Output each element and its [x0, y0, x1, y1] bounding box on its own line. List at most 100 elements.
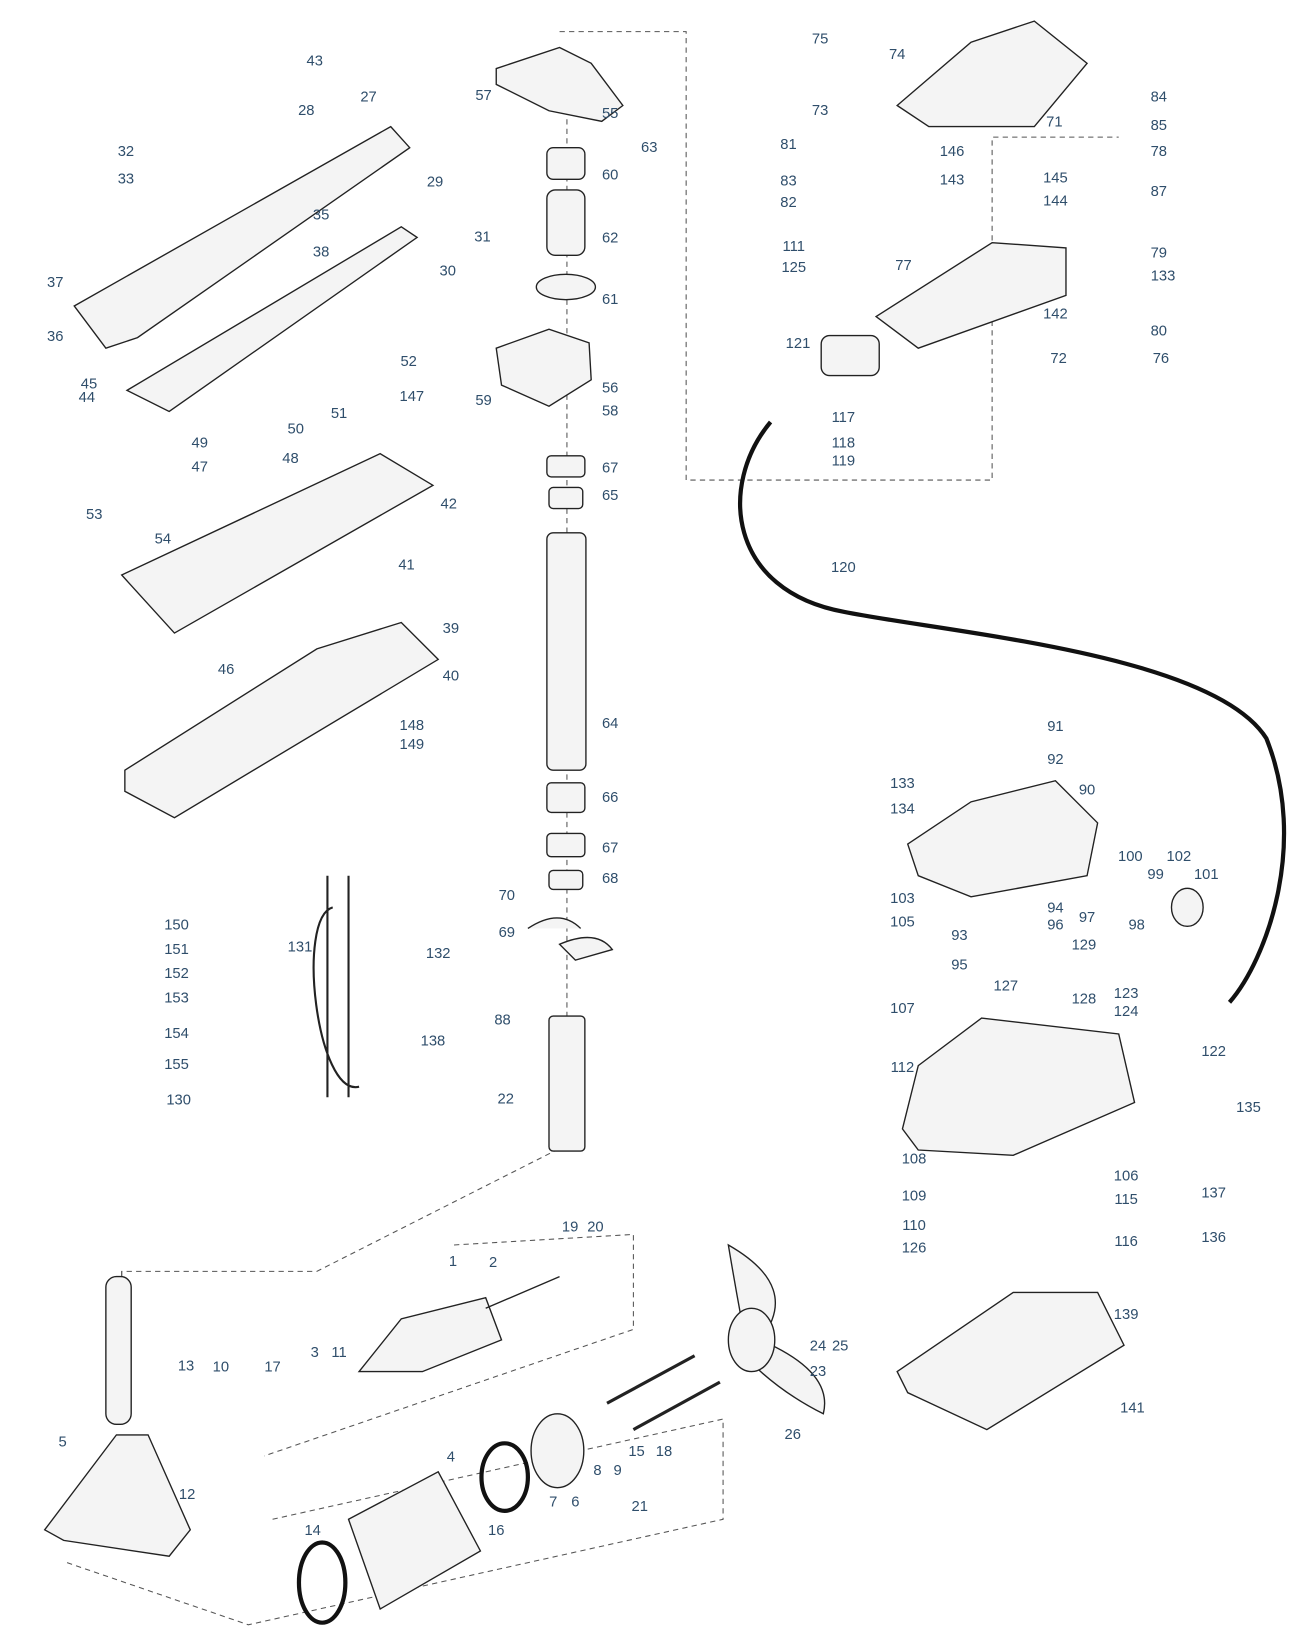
callout-147: 147	[400, 389, 425, 405]
callout-12: 12	[179, 1487, 195, 1503]
callout-95: 95	[951, 958, 967, 974]
callout-43: 43	[307, 53, 323, 69]
callout-120: 120	[831, 560, 856, 576]
callout-88: 88	[494, 1012, 510, 1028]
callout-103: 103	[890, 891, 915, 907]
callout-17: 17	[264, 1360, 280, 1376]
callout-154: 154	[164, 1026, 189, 1042]
callout-13: 13	[178, 1359, 194, 1375]
motor-housing	[347, 1470, 482, 1610]
composite-shaft	[546, 532, 587, 771]
callout-138: 138	[421, 1034, 446, 1050]
bearing-lower	[546, 832, 586, 858]
callout-132: 132	[426, 946, 451, 962]
callout-79: 79	[1151, 245, 1167, 261]
callout-71: 71	[1046, 115, 1062, 131]
callout-83: 83	[780, 174, 796, 190]
callout-25: 25	[832, 1338, 848, 1354]
callout-7: 7	[549, 1495, 557, 1511]
callout-66: 66	[602, 790, 618, 806]
callout-70: 70	[499, 888, 515, 904]
callout-76: 76	[1153, 351, 1169, 367]
callout-87: 87	[1151, 184, 1167, 200]
callout-22: 22	[498, 1092, 514, 1108]
foot-pedal-base	[124, 621, 440, 819]
callout-105: 105	[890, 914, 915, 930]
collar	[546, 147, 586, 181]
callout-107: 107	[890, 1001, 915, 1017]
end-cap	[530, 1413, 585, 1489]
callout-59: 59	[475, 393, 491, 409]
callout-14: 14	[304, 1523, 320, 1539]
callout-63: 63	[641, 140, 657, 156]
callout-32: 32	[118, 144, 134, 160]
callout-94: 94	[1047, 901, 1063, 917]
callout-84: 84	[1151, 89, 1167, 105]
pedal-arm	[73, 125, 411, 349]
callout-96: 96	[1047, 918, 1063, 934]
callout-111: 111	[783, 239, 805, 255]
callout-121: 121	[786, 336, 811, 352]
callout-27: 27	[360, 89, 376, 105]
callout-91: 91	[1047, 719, 1063, 735]
callout-19: 19	[562, 1219, 578, 1235]
armature	[357, 1275, 560, 1373]
nose-cone	[43, 1434, 192, 1557]
callout-133: 133	[890, 776, 915, 792]
callout-65: 65	[602, 488, 618, 504]
callout-45: 45	[81, 376, 97, 392]
callout-33: 33	[118, 172, 134, 188]
thru-bolt	[606, 1354, 696, 1405]
cable	[738, 420, 1287, 1004]
callout-41: 41	[398, 558, 414, 574]
control-head-cover	[495, 46, 624, 123]
callout-10: 10	[213, 1360, 229, 1376]
callout-67: 67	[602, 461, 618, 477]
callout-110: 110	[902, 1218, 926, 1234]
callout-50: 50	[288, 422, 304, 438]
cover-plate	[896, 1291, 1125, 1431]
callout-57: 57	[475, 88, 491, 104]
callout-85: 85	[1151, 118, 1167, 134]
callout-11: 11	[331, 1345, 346, 1361]
callout-117: 117	[832, 410, 856, 426]
callout-18: 18	[656, 1444, 672, 1460]
callout-101: 101	[1194, 867, 1219, 883]
bushing-68	[548, 869, 584, 891]
callout-60: 60	[602, 167, 618, 183]
callout-125: 125	[781, 260, 806, 276]
callout-142: 142	[1043, 307, 1068, 323]
callout-31: 31	[474, 230, 490, 246]
callout-44: 44	[79, 390, 95, 406]
callout-90: 90	[1079, 782, 1095, 798]
callout-126: 126	[902, 1240, 927, 1256]
callout-15: 15	[628, 1444, 644, 1460]
callout-145: 145	[1043, 171, 1068, 187]
callout-102: 102	[1167, 849, 1192, 865]
callout-5: 5	[59, 1434, 67, 1450]
lower-shaft	[548, 1015, 586, 1152]
callout-137: 137	[1201, 1185, 1226, 1201]
callout-23: 23	[810, 1364, 826, 1380]
callout-109: 109	[902, 1189, 927, 1205]
callout-48: 48	[282, 451, 298, 467]
bushing-lower	[546, 782, 586, 814]
clamp	[527, 917, 614, 961]
control-box-base	[874, 241, 1067, 349]
callout-64: 64	[602, 716, 618, 732]
callout-46: 46	[218, 662, 234, 678]
callout-128: 128	[1072, 991, 1097, 1007]
callout-29: 29	[427, 175, 443, 191]
o-ring-14	[296, 1540, 348, 1625]
callout-39: 39	[443, 621, 459, 637]
callout-47: 47	[192, 460, 208, 476]
callout-49: 49	[192, 435, 208, 451]
callout-135: 135	[1236, 1100, 1261, 1116]
callout-130: 130	[166, 1093, 191, 1109]
callout-148: 148	[400, 718, 425, 734]
callout-68: 68	[602, 871, 618, 887]
callout-150: 150	[164, 918, 189, 934]
callout-124: 124	[1114, 1004, 1139, 1020]
callout-139: 139	[1114, 1307, 1139, 1323]
